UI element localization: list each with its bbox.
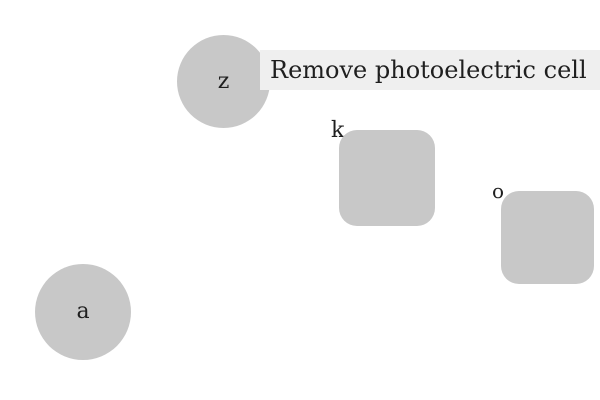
circle-label-z: z bbox=[217, 68, 230, 94]
circle-node-a[interactable]: a bbox=[35, 264, 131, 360]
square-node-k[interactable] bbox=[339, 130, 435, 226]
circle-node-z[interactable]: z bbox=[177, 35, 270, 128]
circle-label-a: a bbox=[76, 299, 90, 324]
square-label-k: k bbox=[331, 118, 345, 143]
instruction-text: Remove photoelectric cell bbox=[270, 56, 587, 84]
square-node-o[interactable] bbox=[501, 191, 594, 284]
square-label-o: o bbox=[492, 179, 505, 203]
instruction-banner: Remove photoelectric cell bbox=[260, 50, 600, 90]
